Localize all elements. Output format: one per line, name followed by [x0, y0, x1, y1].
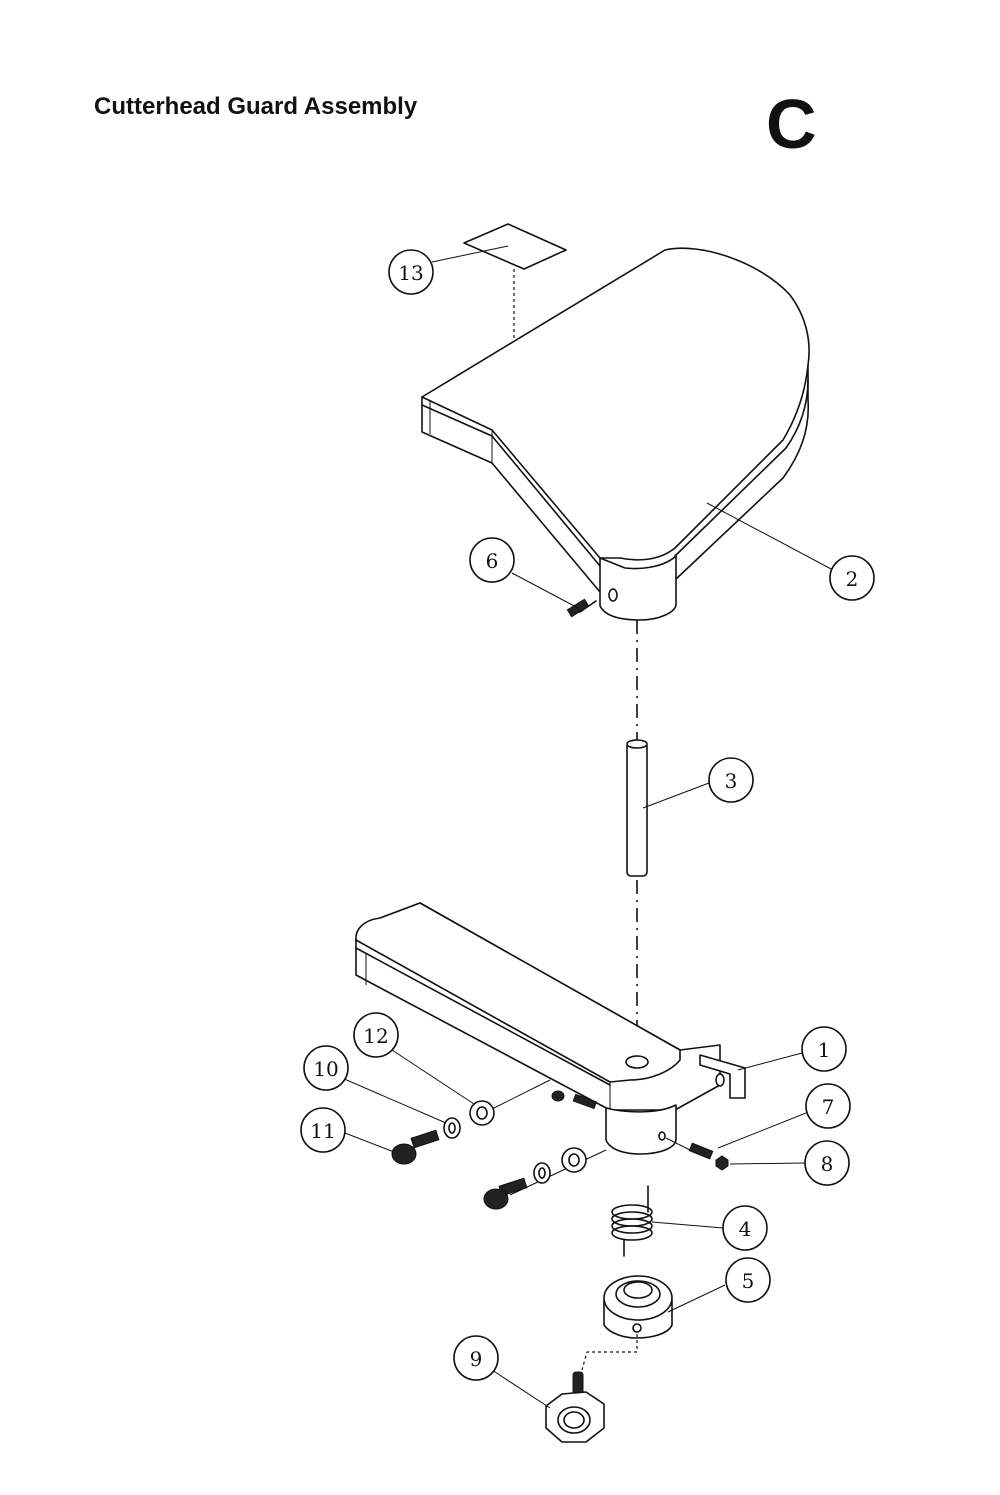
callout-12: 12	[353, 1012, 399, 1058]
page-title: Cutterhead Guard Assembly	[94, 93, 418, 120]
part-9-knob	[545, 1334, 638, 1443]
svg-text:7: 7	[822, 1095, 835, 1119]
svg-text:6: 6	[486, 549, 499, 573]
svg-text:3: 3	[725, 769, 738, 793]
callout-5: 5	[725, 1257, 771, 1303]
svg-text:4: 4	[739, 1217, 752, 1241]
svg-text:8: 8	[821, 1152, 834, 1176]
callout-2: 2	[829, 555, 875, 601]
callout-13: 13	[388, 249, 434, 295]
part-4-spring	[611, 1185, 653, 1257]
part-3-shaft	[626, 739, 648, 877]
svg-text:11: 11	[310, 1119, 335, 1143]
leader-lines	[341, 245, 834, 1409]
callout-3: 3	[708, 757, 754, 803]
svg-text:12: 12	[363, 1024, 388, 1048]
callout-11: 11	[300, 1107, 346, 1153]
callout-10: 10	[303, 1045, 349, 1091]
callout-9: 9	[453, 1335, 499, 1381]
part-5-collar	[603, 1275, 673, 1339]
lower-fastener-set	[483, 1147, 607, 1210]
part-7-set-screw	[665, 1137, 714, 1160]
svg-text:5: 5	[742, 1269, 755, 1293]
svg-text:1: 1	[818, 1038, 831, 1062]
svg-text:13: 13	[398, 261, 423, 285]
section-letter: C	[766, 85, 817, 163]
upper-fastener-set	[391, 1079, 598, 1165]
part-6-set-screw	[566, 598, 597, 618]
part-13-label	[463, 223, 567, 398]
callout-1: 1	[801, 1026, 847, 1072]
part-1-base-arm	[355, 902, 746, 1155]
svg-text:2: 2	[846, 567, 859, 591]
svg-text:10: 10	[313, 1057, 338, 1081]
callout-7: 7	[805, 1083, 851, 1129]
callout-6: 6	[469, 537, 515, 583]
part-2-guard	[421, 247, 810, 621]
svg-text:9: 9	[470, 1347, 483, 1371]
callout-8: 8	[804, 1140, 850, 1186]
callout-4: 4	[722, 1205, 768, 1251]
part-8-nut	[715, 1155, 729, 1171]
